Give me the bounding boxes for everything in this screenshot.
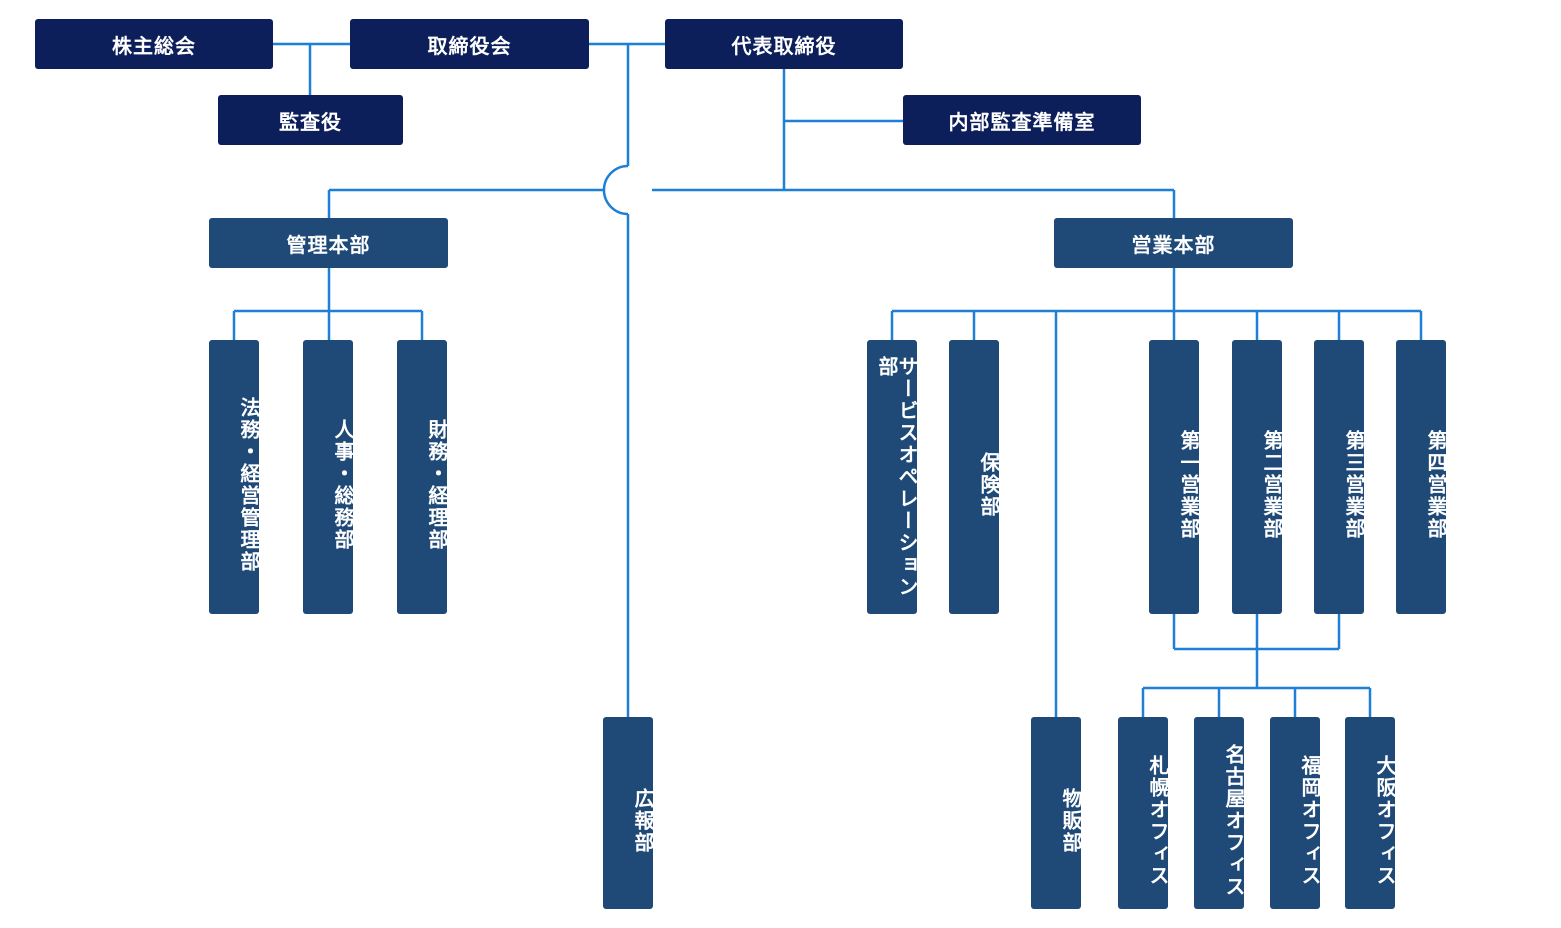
shareholders-meeting-label: 株主総会 bbox=[112, 33, 196, 58]
representative-director-box: 代表取締役 bbox=[665, 19, 903, 69]
service-operations-dept: サービスオペレーション部 bbox=[867, 340, 919, 614]
legal-management-dept: 法務・経営管理部 bbox=[209, 340, 261, 614]
fukuoka-office: 福岡オフィス bbox=[1270, 717, 1322, 909]
dept-label: 第二営業部 bbox=[1260, 430, 1284, 540]
sales-division-box: 営業本部 bbox=[1054, 218, 1293, 268]
office-label: 福岡オフィス bbox=[1298, 755, 1322, 887]
sales-division-label: 営業本部 bbox=[1131, 232, 1216, 257]
representative-director-label: 代表取締役 bbox=[731, 33, 837, 58]
dept-label: サービスオペレーション部 bbox=[875, 356, 919, 598]
dept-label: 第三営業部 bbox=[1342, 430, 1366, 540]
internal-audit-office-box: 内部監査準備室 bbox=[903, 95, 1141, 145]
finance-accounting-dept: 財務・経理部 bbox=[397, 340, 449, 614]
auditor-label: 監査役 bbox=[279, 109, 342, 134]
dept-label: 財務・経理部 bbox=[425, 419, 449, 551]
dept-label: 物販部 bbox=[1059, 788, 1083, 854]
board-of-directors-box: 取締役会 bbox=[350, 19, 589, 69]
dept-label: 人事・総務部 bbox=[331, 419, 355, 551]
dept-label: 広報部 bbox=[631, 788, 655, 854]
pr-dept: 広報部 bbox=[603, 717, 655, 909]
sales-dept-4: 第四営業部 bbox=[1396, 340, 1448, 614]
board-of-directors-label: 取締役会 bbox=[427, 33, 512, 58]
admin-division-label: 管理本部 bbox=[286, 232, 371, 257]
admin-division-box: 管理本部 bbox=[209, 218, 448, 268]
office-label: 札幌オフィス bbox=[1146, 755, 1170, 887]
office-label: 大阪オフィス bbox=[1373, 755, 1397, 887]
sapporo-office: 札幌オフィス bbox=[1118, 717, 1170, 909]
insurance-dept: 保険部 bbox=[949, 340, 1001, 614]
nagoya-office: 名古屋オフィス bbox=[1194, 717, 1246, 909]
sales-dept-2: 第二営業部 bbox=[1232, 340, 1284, 614]
sales-dept-3: 第三営業部 bbox=[1314, 340, 1366, 614]
internal-audit-office-label: 内部監査準備室 bbox=[948, 109, 1096, 134]
dept-label: 第一営業部 bbox=[1177, 430, 1201, 540]
osaka-office: 大阪オフィス bbox=[1345, 717, 1397, 909]
dept-label: 法務・経営管理部 bbox=[237, 397, 261, 573]
sales-dept-1: 第一営業部 bbox=[1149, 340, 1201, 614]
dept-label: 保険部 bbox=[977, 452, 1001, 518]
merchandise-dept: 物販部 bbox=[1031, 717, 1083, 909]
office-label: 名古屋オフィス bbox=[1222, 744, 1246, 898]
auditor-box: 監査役 bbox=[218, 95, 403, 145]
shareholders-meeting-box: 株主総会 bbox=[35, 19, 273, 69]
dept-label: 第四営業部 bbox=[1424, 430, 1448, 540]
hr-general-affairs-dept: 人事・総務部 bbox=[303, 340, 355, 614]
